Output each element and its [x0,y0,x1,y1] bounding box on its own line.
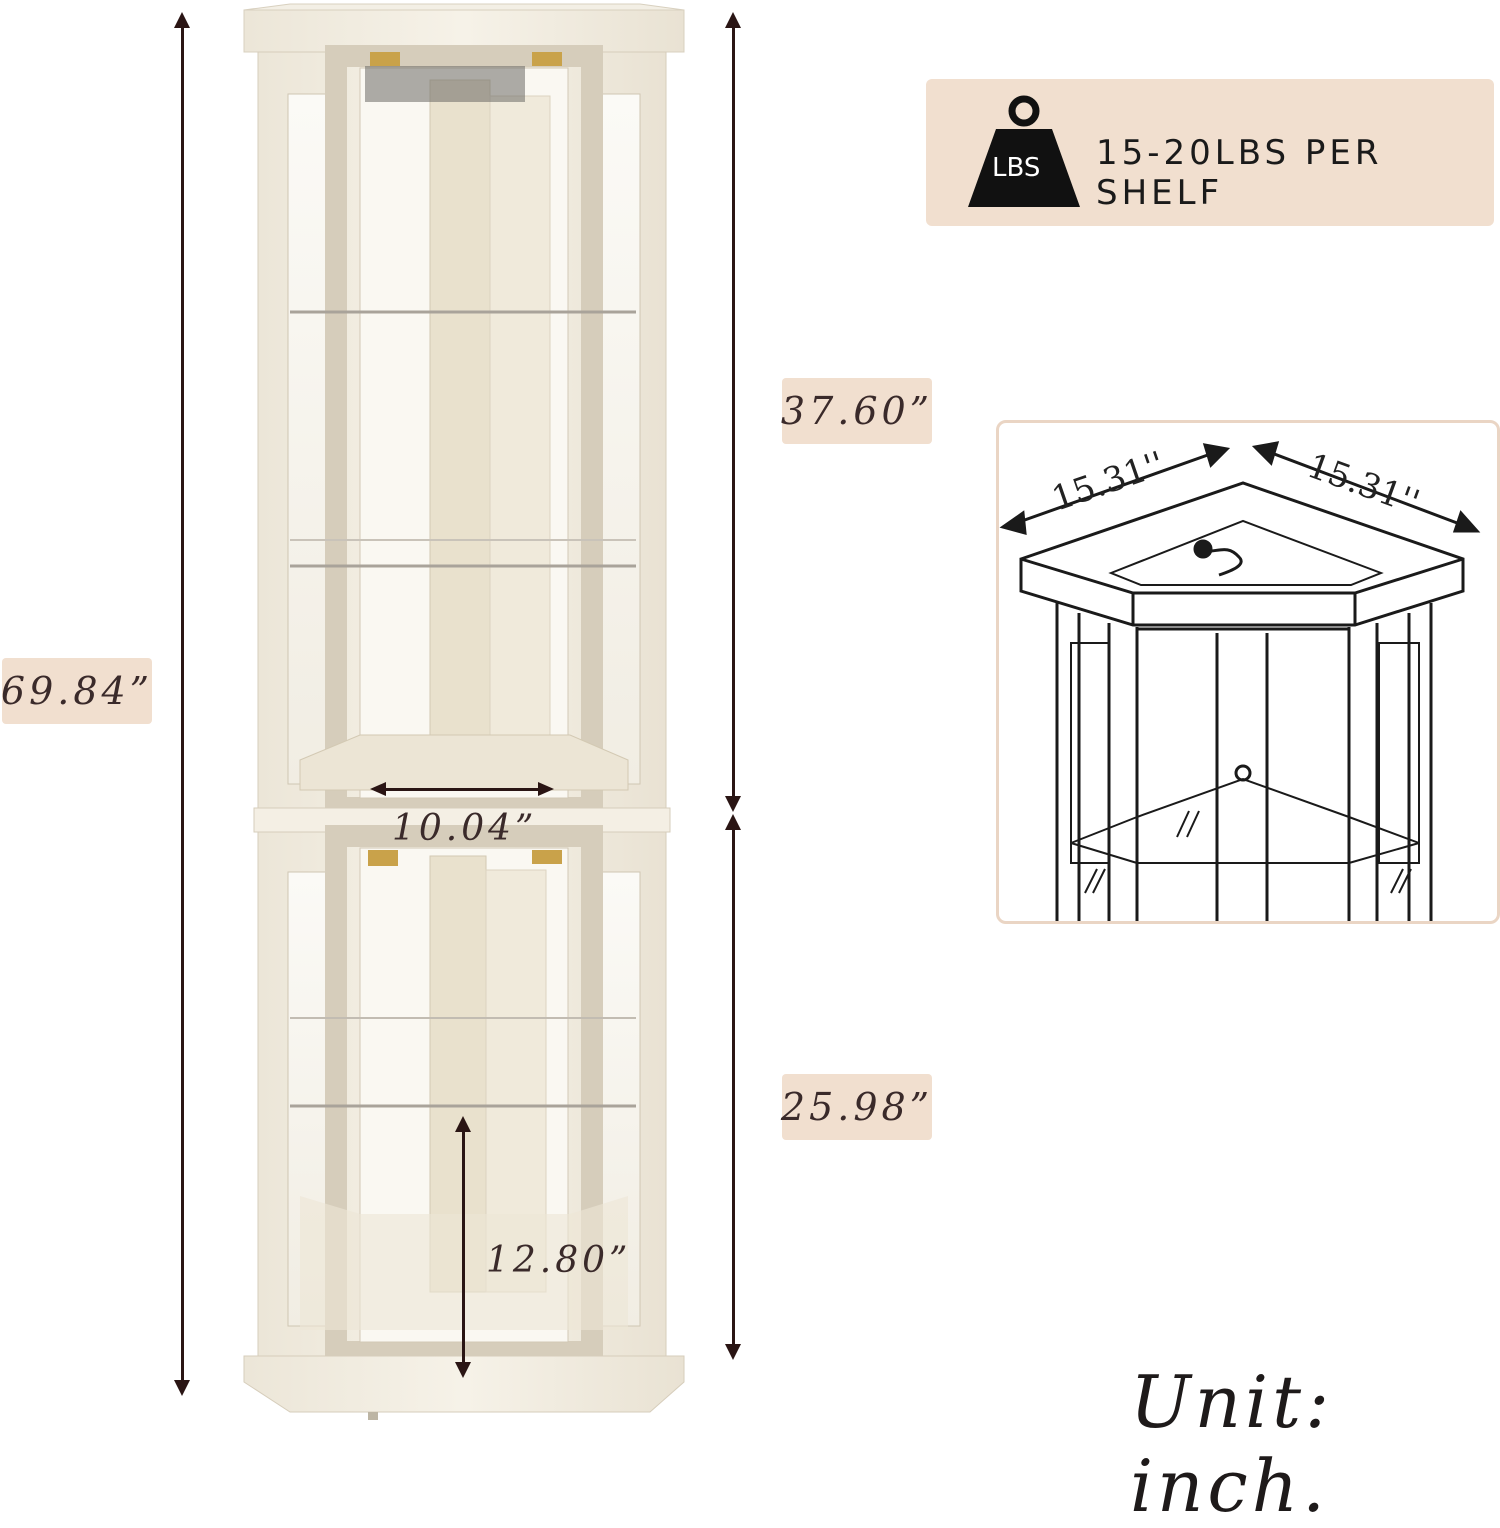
corner-top-drawing: 15.31'' 15.31'' [996,420,1500,924]
upper-height-arrow-bottom [725,796,741,812]
inner-width-arrow-left [370,782,386,796]
upper-height-arrow-top [725,12,741,28]
lower-height-label: 25.98” [781,1074,932,1140]
corner-top-line-art: 15.31'' 15.31'' [999,441,1481,921]
inner-width-line [384,788,540,791]
shelf-spacing-arrow-top [455,1116,471,1132]
total-height-arrow-bottom [174,1380,190,1396]
shelf-spacing-line [462,1130,465,1366]
lower-height-line [732,828,735,1348]
corner-side-a-label: 15.31'' [1047,444,1170,520]
weight-icon [968,95,1080,207]
shelf-capacity-text: 15-20LBS PER SHELF [1096,133,1383,213]
upper-height-label: 37.60” [781,378,932,444]
total-height-arrow-top [174,12,190,28]
lower-height-arrow-top [725,814,741,830]
shelf-spacing-arrow-bottom [455,1362,471,1378]
inner-width-arrow-right [538,782,554,796]
inner-width-label: 10.04” [392,808,538,849]
unit-label: Unit: inch. [1130,1360,1334,1528]
upper-height-line [732,26,735,802]
weight-icon-label: LBS [992,153,1041,183]
total-height-line [181,26,184,1382]
shelf-capacity-banner: LBS 15-20LBS PER SHELF [926,79,1494,226]
corner-curio-cabinet [243,3,685,1420]
lower-height-arrow-bottom [725,1344,741,1360]
shelf-spacing-label: 12.80” [486,1240,632,1281]
total-height-label: 69.84” [1,658,152,724]
